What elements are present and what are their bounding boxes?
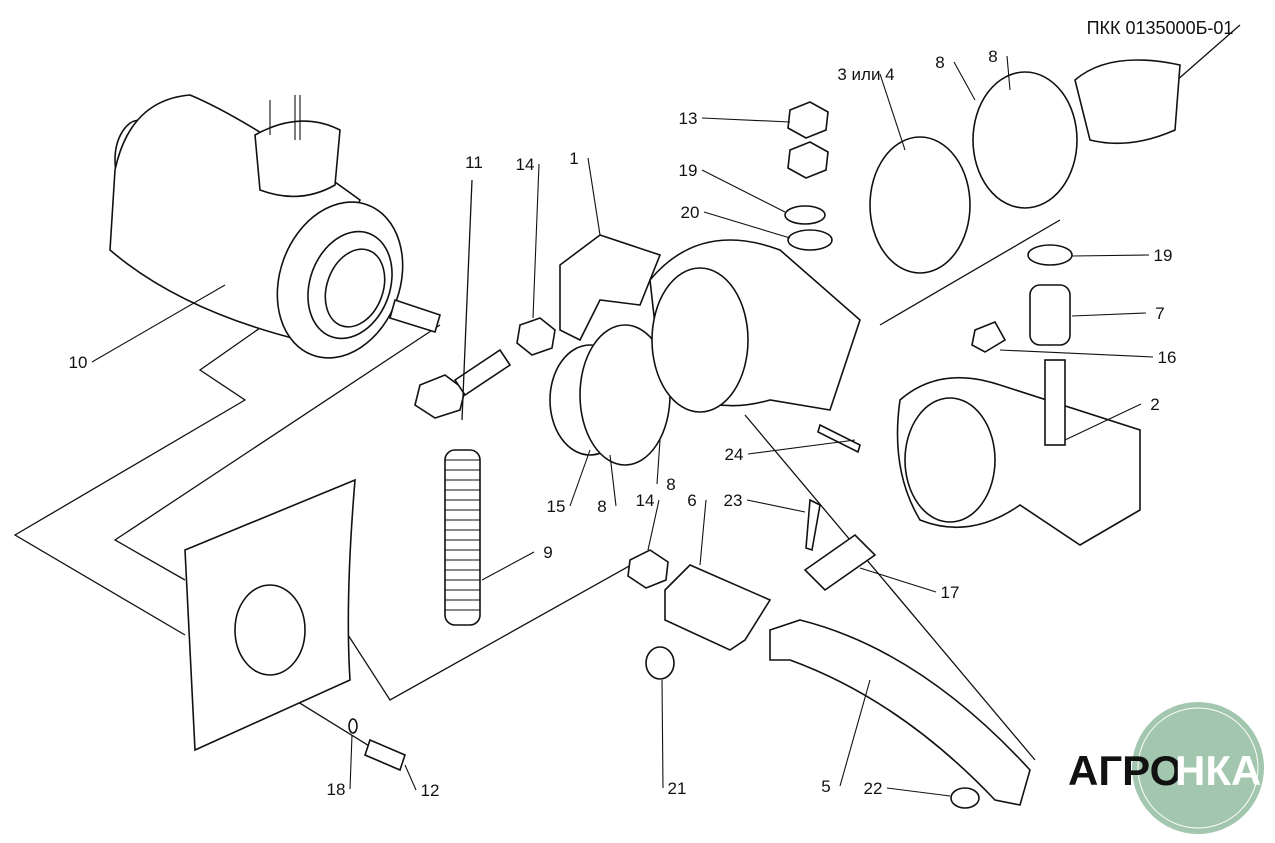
callout-1: 1 [569,149,578,168]
part-11-bolt [414,179,512,421]
callout-14a: 14 [516,155,535,174]
leader-line-20 [703,211,791,239]
drawing-number: ПКК 0135000Б-01 [1087,18,1234,38]
plate-hole [234,584,306,676]
part-3-4-bushing [869,136,971,274]
part-16-grease-fitting [971,320,1007,353]
leader-line-15 [569,449,591,507]
callout-19b: 19 [1154,246,1173,265]
leader-line-14a [532,163,540,319]
callout-11: 11 [465,153,483,172]
callout-10: 10 [69,353,88,372]
leader-line-10 [91,284,226,363]
leader-line-9 [481,551,535,581]
leader-line-17 [859,567,937,593]
part-18-ring [348,718,358,734]
callout-19a: 19 [679,161,698,180]
part-20-washer [787,229,833,251]
callout-8d: 8 [666,475,675,494]
leader-line-14b [647,499,660,551]
leader-line-22 [886,787,951,797]
part-7-spring [1029,284,1071,346]
part-19-washer-right [1027,244,1073,266]
leader-line-7 [1071,312,1147,317]
part-21-washer [645,646,675,680]
leader-line-8c [609,454,617,507]
part-8-seal-right [972,71,1078,209]
callout-23: 23 [724,491,743,510]
callout-20: 20 [681,203,700,222]
callout-24: 24 [725,445,744,464]
callout-2: 2 [1150,395,1159,414]
leader-line-5 [839,679,871,787]
part-10-solenoid [109,94,441,359]
part-14-nut-lower [627,549,669,589]
leader-line-23 [746,499,806,513]
part-13-nut [787,101,829,139]
leader-line-1 [587,157,601,236]
leader-line-8d [656,439,661,485]
callout-18: 18 [327,780,346,799]
leader-line-8a [953,61,976,101]
leader-lines [91,55,1154,797]
logo-text-left: АГРО [1068,747,1182,794]
part-22-washer [950,787,980,809]
leader-line-19a [701,169,786,213]
part-5-lever [769,619,1031,806]
callout-8b: 8 [988,47,997,66]
callout-22: 22 [864,779,883,798]
callout-15: 15 [547,497,566,516]
leader-line-24 [747,439,856,455]
part-23-cotter [805,498,821,552]
part-17-pin [803,533,877,592]
leader-line-6 [699,499,707,566]
part-14-nut [516,317,556,356]
callout-17: 17 [941,583,960,602]
callout-16: 16 [1158,348,1177,367]
leader-line-21 [661,679,664,789]
leader-line-8b [1006,55,1011,91]
agronka-logo: АГРО НКА [1068,702,1264,834]
part-19-washer [784,205,826,225]
callout-9: 9 [543,543,552,562]
callout-12: 12 [421,781,440,800]
shaft-end [1074,59,1181,145]
callout-8c: 8 [597,497,606,516]
leader-line-3or4 [879,73,906,151]
part-24-cotter [817,423,861,454]
part-12-pin [364,738,406,772]
callout-3or4: 3 или 4 [837,65,894,84]
leader-line-12 [404,764,417,791]
callout-13: 13 [679,109,698,128]
callout-8a: 8 [935,53,944,72]
part-1-bracket [559,234,662,342]
housing [649,239,861,413]
callout-14b: 14 [636,491,655,510]
leader-line-13 [701,117,791,123]
leader-line-19b [1071,254,1150,257]
leader-line-18 [349,734,353,790]
logo-text-right: НКА [1175,747,1261,794]
callout-21: 21 [668,779,687,798]
part-13-nut [787,141,829,179]
leader-line-2 [1064,403,1142,441]
part-2-bore [904,397,996,523]
leader-line-16 [999,349,1154,358]
callout-7: 7 [1155,304,1164,323]
part-2-stud [1044,359,1066,446]
part-9-spring [444,449,481,626]
callout-5: 5 [821,777,830,796]
part-6-clevis [664,564,772,651]
callout-6: 6 [687,491,696,510]
